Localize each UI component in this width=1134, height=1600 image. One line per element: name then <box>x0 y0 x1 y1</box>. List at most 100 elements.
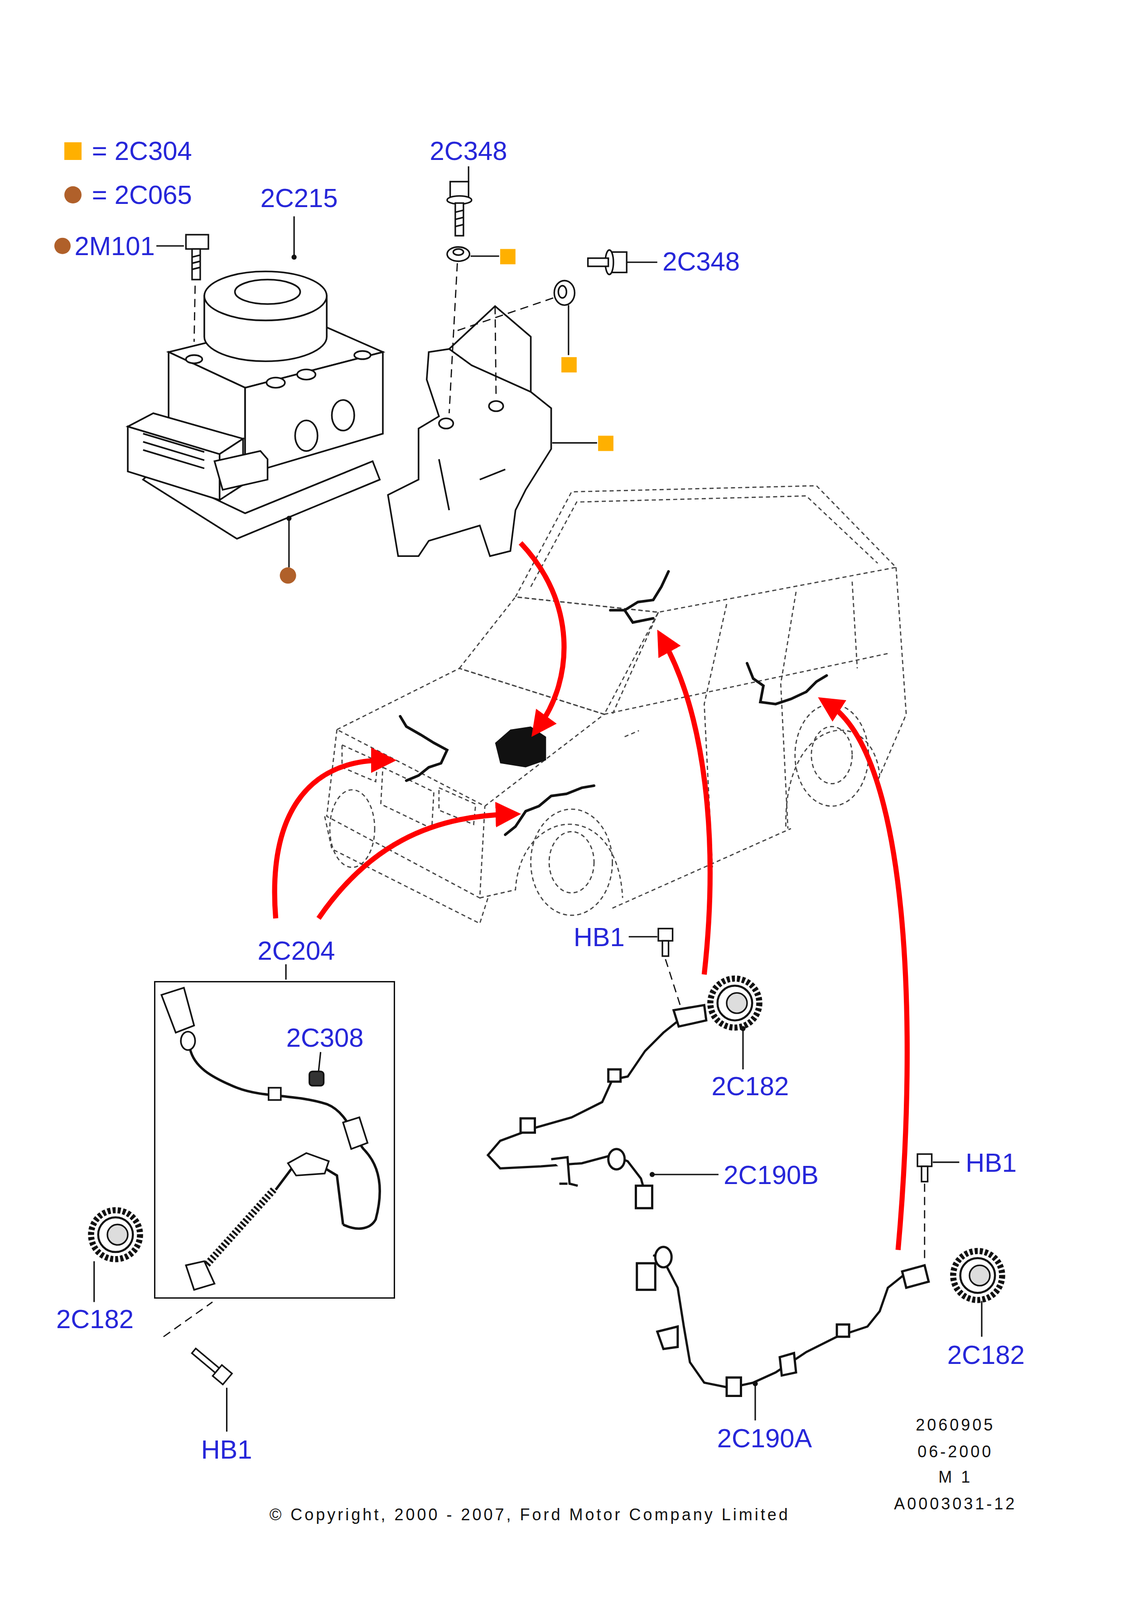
harness-connector <box>636 1185 653 1209</box>
roof-rail <box>530 495 879 587</box>
leader-line <box>470 255 500 257</box>
tone-rings <box>91 978 1003 1300</box>
leader-dot <box>286 515 292 521</box>
door-line <box>780 591 797 829</box>
front-face-line <box>326 729 485 898</box>
part-number: HB1 <box>201 1436 253 1463</box>
cable-clip <box>342 1117 368 1149</box>
harness-cable <box>487 1015 692 1186</box>
cable-clip <box>288 1153 329 1176</box>
part-number: 2C215 <box>260 184 338 212</box>
harness-cable <box>653 1254 919 1388</box>
bolt-shank <box>455 202 464 236</box>
wheel-arch <box>785 729 880 827</box>
assembly-line <box>495 306 497 399</box>
bolt <box>189 1345 232 1385</box>
sill-line <box>612 828 792 909</box>
harness-clip <box>779 1352 797 1376</box>
bolt-shank <box>662 940 669 956</box>
plug <box>214 450 268 490</box>
port-boss <box>297 369 316 380</box>
leader-line <box>754 1383 756 1421</box>
assembly-line <box>665 959 682 1011</box>
drawing-code: 2060905 <box>915 1416 995 1434</box>
sensor-head <box>185 1260 215 1290</box>
bracket <box>387 306 551 557</box>
rear-wheel <box>795 704 869 806</box>
part-number: HB1 <box>573 923 625 951</box>
sensor-connector <box>161 987 194 1033</box>
tone-ring-body <box>717 985 753 1021</box>
grommet <box>608 1148 625 1170</box>
harness-clip <box>836 1324 850 1337</box>
hood-line <box>337 668 605 806</box>
bolt-head <box>658 928 673 941</box>
bolt-shank <box>192 248 201 280</box>
pointer-arrow <box>828 704 908 1250</box>
washer <box>554 280 575 305</box>
bolt-head <box>185 234 209 250</box>
rear-harness <box>487 1004 929 1396</box>
bracket-hole <box>488 400 504 412</box>
harness-clip <box>608 1069 621 1082</box>
harness-clip <box>726 1377 742 1396</box>
bolt-thread <box>455 210 464 227</box>
pointer-arrow <box>520 542 565 727</box>
assembly-line <box>448 263 458 414</box>
leader-line <box>318 1051 321 1072</box>
assembly-line <box>193 285 195 343</box>
leader-dot <box>291 254 297 260</box>
sensor-bracket <box>673 1004 707 1027</box>
front-wheel <box>530 809 613 916</box>
leader-line <box>932 1161 960 1163</box>
window-line <box>852 581 858 669</box>
tone-ring-teeth <box>91 1210 140 1260</box>
mirror-line <box>624 730 640 737</box>
material-marker <box>500 248 516 265</box>
bolt-thread <box>192 255 201 270</box>
markers <box>54 237 758 1387</box>
leader-line <box>156 245 184 247</box>
legend-text: = 2C304 <box>91 137 193 165</box>
part-number: 2M101 <box>74 232 155 260</box>
inset-box: 2C2042C308 <box>154 980 396 1299</box>
bumper-line <box>324 816 488 924</box>
harness-icon <box>747 663 827 705</box>
sensor-bracket <box>902 1264 929 1288</box>
bracket-rib <box>439 458 506 511</box>
part-number: 2C348 <box>429 137 508 165</box>
part-number: 2C182 <box>56 1305 134 1332</box>
bolt-head <box>212 1364 232 1385</box>
bracket-body <box>387 348 551 556</box>
port-boss <box>185 355 203 364</box>
leader-line <box>742 1028 744 1070</box>
part-number: 2C190A <box>717 1424 813 1452</box>
leader-lines <box>94 166 982 1432</box>
bolt-head <box>917 1153 932 1167</box>
fasteners <box>185 181 932 1385</box>
port-boss <box>266 377 285 388</box>
pointer-arrow <box>274 760 384 919</box>
left-wheel <box>329 789 375 868</box>
leader-line <box>226 1387 228 1432</box>
leader-line <box>93 1260 95 1302</box>
tone-ring-teeth <box>953 1250 1003 1300</box>
assembly-lines <box>163 263 925 1337</box>
part-number: 2C190B <box>723 1161 819 1188</box>
a-pillar-line <box>612 612 659 715</box>
drawing-code: M 1 <box>938 1468 973 1486</box>
port-hole <box>331 400 355 431</box>
belt-line <box>604 652 891 715</box>
part-number: 2C348 <box>662 248 740 275</box>
front-sensor <box>161 987 380 1290</box>
sensor-cable <box>189 1048 380 1229</box>
connector-ribs <box>143 433 205 469</box>
armoured-cable <box>204 1189 274 1268</box>
date-code: 06-2000 <box>917 1443 994 1460</box>
leader-line <box>288 518 290 568</box>
legend-swatch <box>64 186 82 204</box>
pointer-arrow <box>318 814 509 919</box>
leader-line <box>626 261 658 263</box>
motor-top <box>204 271 327 321</box>
